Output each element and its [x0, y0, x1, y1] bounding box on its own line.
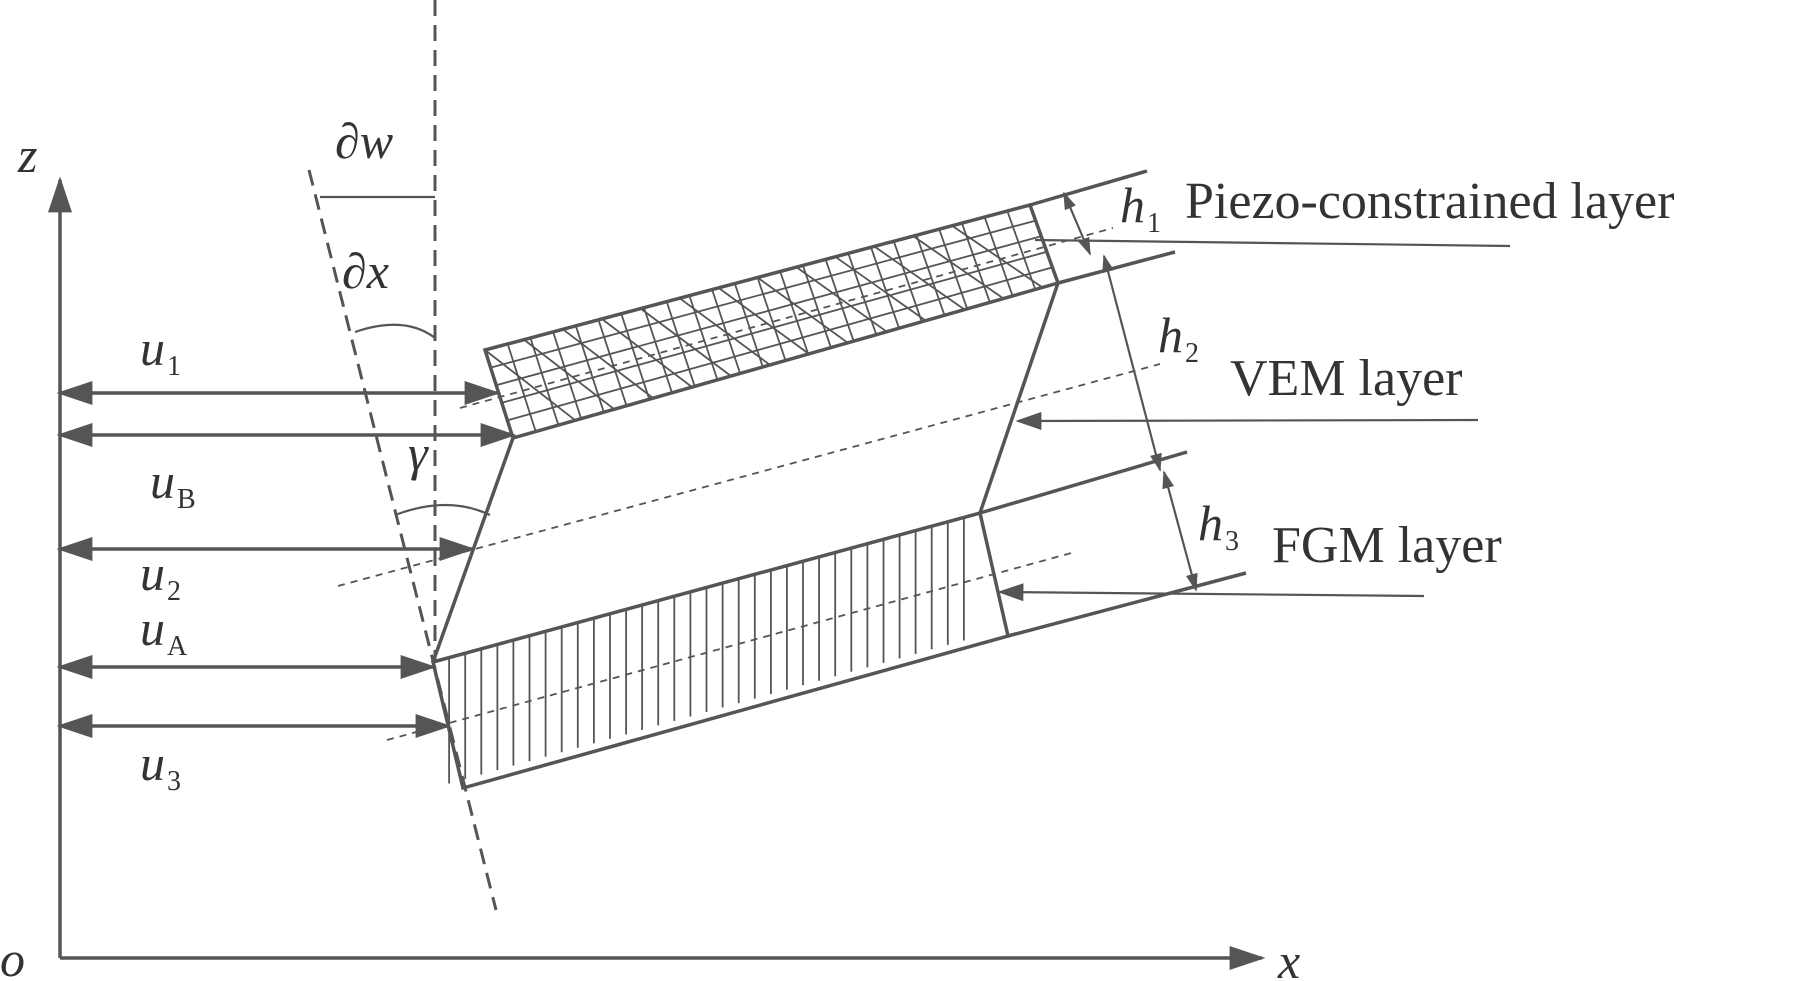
- vem-leader-line: [1015, 411, 1479, 430]
- dw-label: ∂w: [335, 113, 393, 169]
- layer-labels: Piezo-constrained layer VEM layer FGM la…: [997, 173, 1674, 602]
- fgm-layer: [386, 450, 1247, 791]
- displacement-arrows: u1 uB u2 uA u3: [56, 320, 517, 797]
- piezo-hatch-line: [506, 343, 537, 432]
- piezo-hatch-line: [643, 307, 673, 394]
- piezo-hatch-line: [892, 241, 923, 323]
- piezo-hatch-line: [802, 265, 832, 348]
- piezo-hatch-line: [915, 234, 946, 316]
- z-axis-label: z: [17, 127, 37, 183]
- piezo-hatch-line: [490, 219, 1036, 369]
- h1-label: h1: [1120, 177, 1161, 239]
- x-axis-label: x: [1277, 933, 1300, 981]
- piezo-hatch-line: [501, 250, 1048, 404]
- piezo-hatch-line: [529, 337, 560, 426]
- piezo-layer-label: Piezo-constrained layer: [1185, 173, 1674, 230]
- reference-lines: ∂w ∂x γ: [307, 0, 498, 911]
- fgm-bottom-surface-extension: [1007, 571, 1247, 638]
- vem-layer: [337, 282, 1161, 663]
- piezo-midline-dashed: [459, 227, 1114, 409]
- piezo-hatch-line: [756, 277, 787, 361]
- vem-midline-dashed: [337, 363, 1161, 587]
- piezo-hatch-line: [795, 266, 888, 333]
- piezo-hatch-line: [834, 256, 927, 322]
- piezo-hatch-line: [562, 328, 654, 399]
- h3-dimension-arrow: [1162, 470, 1198, 592]
- piezo-leader-line: [1034, 238, 1511, 248]
- piezo-hatch-line: [938, 228, 969, 310]
- h3-label: h3: [1198, 495, 1239, 557]
- piezo-hatch-line: [665, 301, 696, 387]
- shear-angle-arc: [394, 503, 491, 517]
- vem-right-edge: [978, 282, 1060, 514]
- u3-label: u3: [140, 735, 181, 797]
- piezo-hatch-line: [951, 224, 1043, 289]
- piezo-hatch-line: [873, 245, 966, 311]
- rotated-normal-dashed: [307, 169, 498, 911]
- fgm-layer-hatching: [448, 517, 965, 784]
- fgm-layer-label: FGM layer: [1272, 517, 1502, 574]
- vem-layer-label: VEM layer: [1230, 350, 1462, 407]
- piezo-hatch-line: [620, 313, 651, 400]
- piezo-top-surface-extension: [1029, 169, 1148, 207]
- piezo-hatch-line: [552, 331, 582, 419]
- piezo-layer-hatching: [484, 210, 1053, 432]
- piezo-hatch-line: [507, 266, 1053, 422]
- uA-label: uA: [140, 600, 188, 662]
- fgm-midline-dashed: [386, 551, 1076, 741]
- rotation-angle-arc: [354, 323, 436, 339]
- u2-label: u2: [140, 545, 181, 607]
- fgm-top-surface-extension: [979, 450, 1188, 515]
- piezo-hatch-line: [1006, 210, 1037, 290]
- h1-dimension-arrow: [1062, 191, 1092, 256]
- h2-label: h2: [1158, 307, 1199, 369]
- piezo-hatch-line: [523, 338, 615, 410]
- dx-label: ∂x: [342, 243, 389, 299]
- origin-label: o: [0, 931, 25, 981]
- piezo-hatch-line: [601, 318, 693, 388]
- h2-dimension-arrow: [1102, 254, 1162, 472]
- piezo-hatch-line: [640, 307, 732, 377]
- piezo-hatch-line: [756, 276, 849, 344]
- piezo-hatch-line: [824, 259, 855, 342]
- u1-label: u1: [140, 320, 181, 382]
- fgm-leader-line: [997, 583, 1425, 602]
- piezo-hatch-line: [679, 297, 771, 366]
- piezo-hatch-line: [870, 247, 900, 329]
- piezo-constrained-layer: [459, 169, 1176, 441]
- thickness-dimensions: h1 h2 h3: [1062, 177, 1239, 592]
- piezo-hatch-line: [912, 235, 1005, 300]
- piezo-hatch-line: [718, 287, 810, 355]
- coordinate-axes: z x o: [0, 127, 1300, 981]
- piezo-bottom-surface-extension: [1057, 250, 1176, 285]
- piezo-hatch-line: [779, 271, 810, 355]
- piezo-hatch-line: [597, 319, 628, 406]
- piezo-hatch-line: [484, 349, 576, 422]
- fgm-layer-outline: [430, 510, 1011, 791]
- uB-label: uB: [150, 453, 196, 515]
- piezo-hatch-line: [733, 283, 764, 368]
